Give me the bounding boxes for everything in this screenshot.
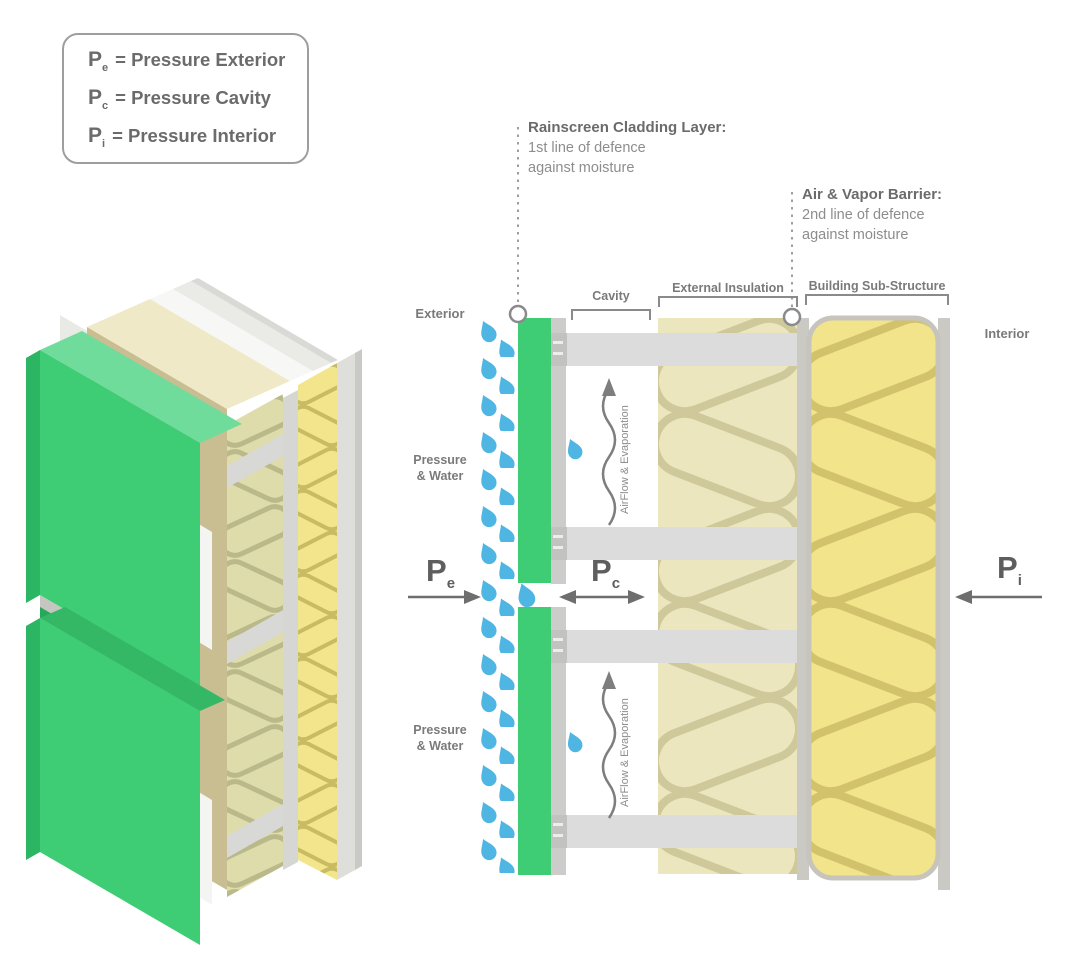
cavity-header: Cavity — [592, 289, 630, 303]
isometric-wall-illustration — [26, 278, 362, 945]
pi-arrow — [955, 590, 1042, 604]
rainscreen-leader-dot — [508, 304, 528, 324]
external-insulation-header: External Insulation — [672, 281, 784, 295]
furring-behind-cladding-upper — [551, 318, 566, 584]
pc-arrow — [559, 590, 645, 604]
vapor-barrier-callout-line1: 2nd line of defence — [802, 207, 925, 223]
iso-interior-finish-board — [337, 353, 355, 880]
building-substructure-bracket — [805, 294, 949, 305]
rail-4 — [551, 815, 797, 848]
vapor-barrier-callout-title: Air & Vapor Barrier: — [802, 186, 943, 203]
cavity-droplet-upper — [563, 436, 585, 462]
vapor-barrier-callout-line2: against moisture — [802, 227, 909, 243]
iso-green-upper-top — [40, 331, 242, 443]
pressure-water-label-upper: Pressure & Water — [413, 453, 467, 483]
building-substructure-layer — [806, 315, 941, 881]
gap-droplet — [513, 580, 538, 610]
vapor-barrier-bar-left — [797, 318, 809, 880]
iso-green-lower-edge — [26, 618, 40, 860]
iso-green-upper-face — [40, 350, 200, 688]
iso-green-upper-edge — [26, 350, 40, 603]
legend-row-interior: Pi = Pressure Interior — [88, 124, 307, 162]
iso-white-board-top-3 — [191, 278, 338, 363]
legend-text-cavity: = Pressure Cavity — [115, 87, 271, 108]
rainscreen-callout-title: Rainscreen Cladding Layer: — [528, 119, 727, 136]
iso-interior-finish-edge — [355, 349, 362, 870]
rail-3 — [551, 630, 797, 663]
pressure-legend: Pe = Pressure Exterior Pc = Pressure Cav… — [62, 33, 309, 164]
legend-row-cavity: Pc = Pressure Cavity — [88, 86, 307, 124]
rain-droplets-field — [478, 320, 516, 873]
vapor-barrier-callout: Air & Vapor Barrier: 2nd line of defence… — [802, 185, 1022, 245]
cross-section — [478, 315, 950, 890]
annotation-graphics — [408, 127, 1042, 819]
vapor-leader-dot — [782, 307, 802, 327]
iso-rail-cross-3 — [227, 804, 283, 858]
iso-rail-cross-2 — [227, 610, 283, 664]
pe-arrow — [408, 590, 481, 604]
external-insulation-layer — [658, 318, 797, 874]
iso-white-board-top-2 — [173, 281, 331, 371]
airflow-label-upper: AirFlow & Evaporation — [619, 405, 631, 515]
iso-rail-vertical — [283, 390, 298, 870]
pe-pressure-label: Pe — [426, 553, 456, 593]
iso-green-lower-top — [40, 607, 225, 711]
legend-text-exterior: = Pressure Exterior — [115, 49, 286, 70]
airflow-wave-lower — [601, 671, 617, 819]
cladding-panel-lower — [518, 607, 551, 875]
substructure-bar-right — [938, 318, 950, 890]
support-rails — [551, 333, 797, 848]
cavity-droplet-lower — [563, 729, 585, 755]
exterior-label: Exterior — [415, 306, 465, 321]
legend-symbol-pc: Pc — [88, 86, 109, 113]
legend-row-exterior: Pe = Pressure Exterior — [88, 48, 307, 86]
rail-1 — [551, 333, 797, 366]
cavity-bracket — [571, 309, 651, 320]
rainscreen-callout-line1: 1st line of defence — [528, 140, 646, 156]
furring-behind-cladding-lower — [551, 607, 566, 875]
cladding-panel-upper — [518, 318, 551, 583]
iso-yellow-insulation-side — [298, 363, 337, 880]
iso-white-board-top-1 — [150, 289, 313, 381]
interior-label: Interior — [984, 326, 1030, 341]
rail-2 — [551, 527, 797, 560]
building-substructure-header: Building Sub-Structure — [808, 279, 946, 293]
pc-pressure-label: Pc — [591, 553, 621, 593]
airflow-label-lower: AirFlow & Evaporation — [619, 698, 631, 808]
pi-pressure-label: Pi — [997, 550, 1022, 590]
rainscreen-callout: Rainscreen Cladding Layer: 1st line of d… — [528, 118, 748, 178]
legend-symbol-pi: Pi — [88, 124, 106, 151]
iso-tan-board-top — [87, 299, 290, 409]
legend-text-interior: = Pressure Interior — [112, 125, 277, 146]
iso-green-lower-face — [40, 618, 200, 945]
pressure-water-label-lower: Pressure & Water — [413, 723, 467, 753]
legend-symbol-pe: Pe — [88, 48, 109, 75]
rainscreen-callout-line2: against moisture — [528, 160, 635, 176]
airflow-wave-upper — [601, 378, 617, 526]
iso-rail-cross-1 — [227, 434, 283, 488]
external-insulation-bracket — [658, 296, 798, 307]
